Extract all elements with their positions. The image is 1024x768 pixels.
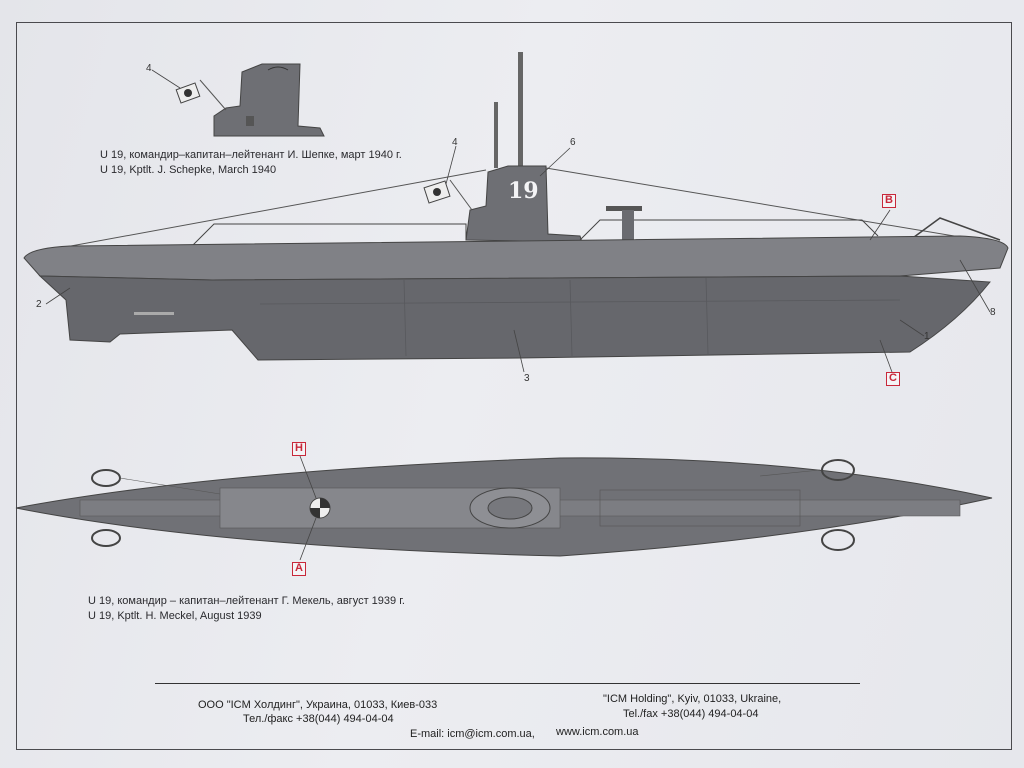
hull-number: 19 <box>508 178 539 204</box>
callout-1: 1 <box>924 331 930 342</box>
footer-en-line2: Tel./fax +38(044) 494-04-04 <box>623 708 759 720</box>
drawing-frame <box>16 22 1012 750</box>
footer-en-line1: "ICM Holding", Kyiv, 01033, Ukraine, <box>603 693 782 705</box>
footer-ru-line2: Тел./факс +38(044) 494-04-04 <box>243 713 394 725</box>
caption-top-en: U 19, Kptlt. J. Schepke, March 1940 <box>100 164 277 176</box>
callout-4-detail: 4 <box>146 63 152 74</box>
leader-lines <box>45 69 991 561</box>
marker-b: B <box>882 194 896 208</box>
callout-6: 6 <box>570 137 576 148</box>
caption-bottom-en: U 19, Kptlt. H. Meckel, August 1939 <box>88 610 262 622</box>
footer-divider <box>155 683 860 684</box>
marker-a: A <box>292 562 306 576</box>
marker-h: H <box>292 442 306 456</box>
marker-c: C <box>886 372 900 386</box>
callout-4: 4 <box>452 137 458 148</box>
conning-tower-detail <box>175 63 325 137</box>
top-view <box>15 457 993 557</box>
callout-2: 2 <box>36 299 42 310</box>
side-profile <box>23 52 1009 361</box>
caption-top: U 19, командир–капитан–лейтенант И. Шепк… <box>100 148 402 178</box>
callout-3: 3 <box>524 373 530 384</box>
footer-email: E-mail: icm@icm.com.ua, <box>410 728 535 740</box>
footer-ru-line1: ООО "ICM Холдинг", Украина, 01033, Киев-… <box>198 699 438 711</box>
callout-8: 8 <box>990 307 996 318</box>
caption-bottom: U 19, командир – капитан–лейтенант Г. Ме… <box>88 594 405 624</box>
caption-top-ru: U 19, командир–капитан–лейтенант И. Шепк… <box>100 149 402 161</box>
footer-website: www.icm.com.ua <box>556 726 639 738</box>
caption-bottom-ru: U 19, командир – капитан–лейтенант Г. Ме… <box>88 595 405 607</box>
